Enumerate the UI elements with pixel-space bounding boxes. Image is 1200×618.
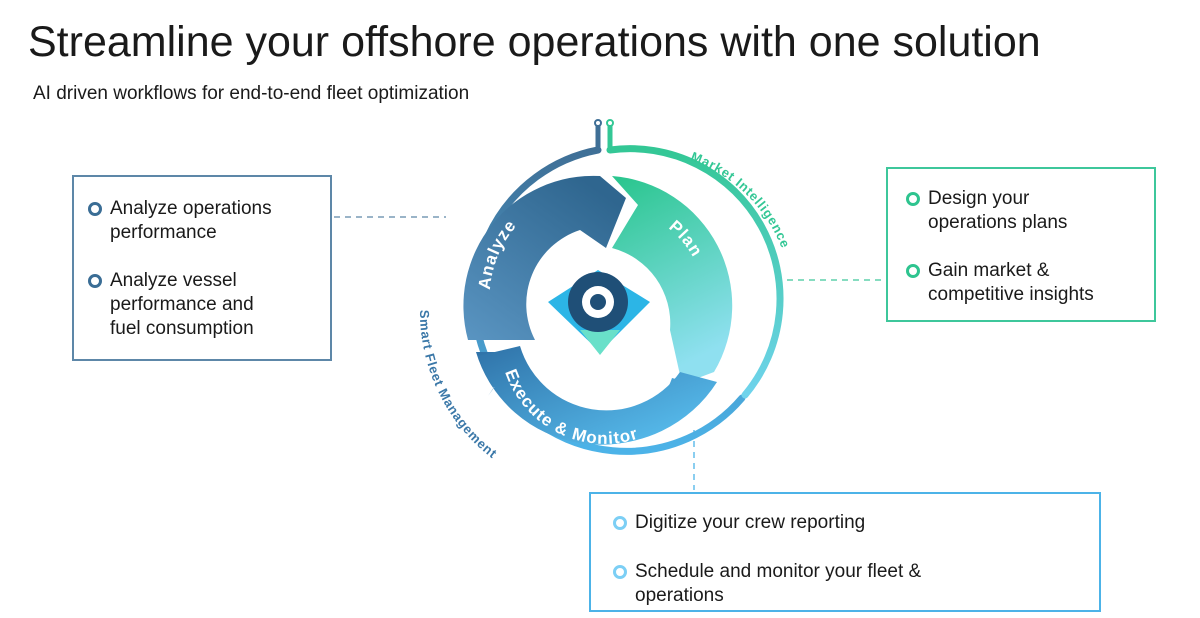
analyze-info-box: Analyze operations performance Analyze v… <box>72 175 332 361</box>
bullet-icon <box>88 202 102 216</box>
list-item: Schedule and monitor your fleet & operat… <box>613 560 1083 610</box>
logo-eye-icon <box>548 270 650 355</box>
bullet-icon <box>88 274 102 288</box>
bullet-icon <box>613 516 627 530</box>
segment-analyze <box>463 175 626 340</box>
plan-info-box: Design your operations plans Gain market… <box>886 167 1156 322</box>
list-item: Analyze vessel performance and fuel cons… <box>88 269 318 343</box>
bullet-icon <box>906 264 920 278</box>
bullet-icon <box>613 565 627 579</box>
outer-ring-market <box>606 145 784 399</box>
list-item: Digitize your crew reporting <box>613 511 1083 537</box>
bullet-icon <box>906 192 920 206</box>
list-item: Gain market & competitive insights <box>906 259 1146 309</box>
list-item: Analyze operations performance <box>88 197 318 247</box>
segment-plan <box>612 176 733 384</box>
page-subtitle: AI driven workflows for end-to-end fleet… <box>33 83 470 104</box>
execute-info-box: Digitize your crew reporting Schedule an… <box>589 492 1101 612</box>
list-item: Design your operations plans <box>906 187 1146 237</box>
page-title: Streamline your offshore operations with… <box>28 18 1041 66</box>
